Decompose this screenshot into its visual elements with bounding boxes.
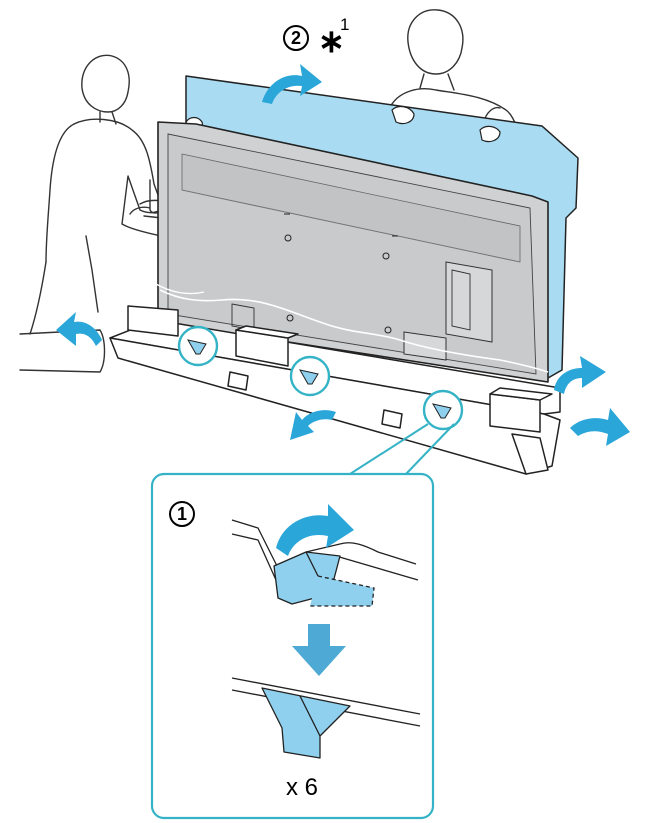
detail-inset: 1 x 6 xyxy=(152,474,433,818)
curved-arrow-icon xyxy=(570,408,630,446)
quantity-label: x 6 xyxy=(286,774,318,801)
tab-highlight-3 xyxy=(424,391,462,429)
step-one-number: 1 xyxy=(177,504,187,524)
step-two-note-ref: 1 xyxy=(340,15,349,34)
curved-arrow-icon xyxy=(290,410,336,440)
step-two-label: 2 ∗ 1 xyxy=(284,15,349,59)
step-two-number: 2 xyxy=(291,28,301,48)
tab-highlight-1 xyxy=(179,327,217,365)
tab-highlight-2 xyxy=(291,357,329,395)
curved-arrow-icon xyxy=(56,312,102,346)
